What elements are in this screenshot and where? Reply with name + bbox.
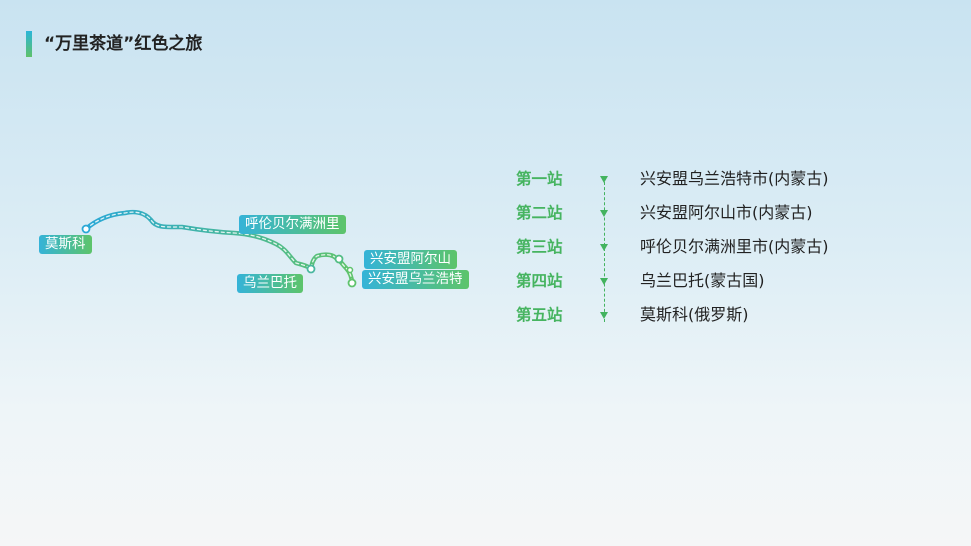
title-accent-bar	[26, 31, 32, 57]
station-city: 莫斯科(俄罗斯)	[640, 305, 749, 324]
map-label-ulanhot: 兴安盟乌兰浩特	[362, 270, 469, 289]
arxan-marker	[334, 254, 344, 264]
station-number: 第二站	[516, 204, 563, 222]
map-label-ulaanbaatar: 乌兰巴托	[237, 274, 303, 293]
station-number: 第三站	[516, 238, 563, 256]
station-number: 第四站	[516, 272, 563, 290]
timeline-dashed-line	[604, 182, 605, 322]
map-label-arxan: 兴安盟阿尔山	[364, 250, 457, 269]
arrow-down-icon	[600, 244, 608, 251]
station-city: 乌兰巴托(蒙古国)	[640, 271, 765, 290]
station-number: 第一站	[516, 170, 563, 188]
station-city: 兴安盟乌兰浩特市(内蒙古)	[640, 169, 829, 188]
arrow-down-icon	[600, 210, 608, 217]
moscow-marker	[81, 224, 91, 234]
station-city: 兴安盟阿尔山市(内蒙古)	[640, 203, 813, 222]
waypoint-marker	[346, 266, 354, 274]
ulaanbaatar-marker	[306, 264, 316, 274]
map-label-manzhouli: 呼伦贝尔满洲里	[239, 215, 346, 234]
station-city: 呼伦贝尔满洲里市(内蒙古)	[640, 237, 829, 256]
arrow-down-icon	[600, 312, 608, 319]
arrow-down-icon	[600, 278, 608, 285]
ulanhot-marker	[347, 278, 357, 288]
station-number: 第五站	[516, 306, 563, 324]
page-title: “万里茶道”红色之旅	[44, 34, 203, 54]
arrow-down-icon	[600, 176, 608, 183]
map-label-moscow: 莫斯科	[39, 235, 92, 254]
route-highlight	[85, 211, 353, 284]
